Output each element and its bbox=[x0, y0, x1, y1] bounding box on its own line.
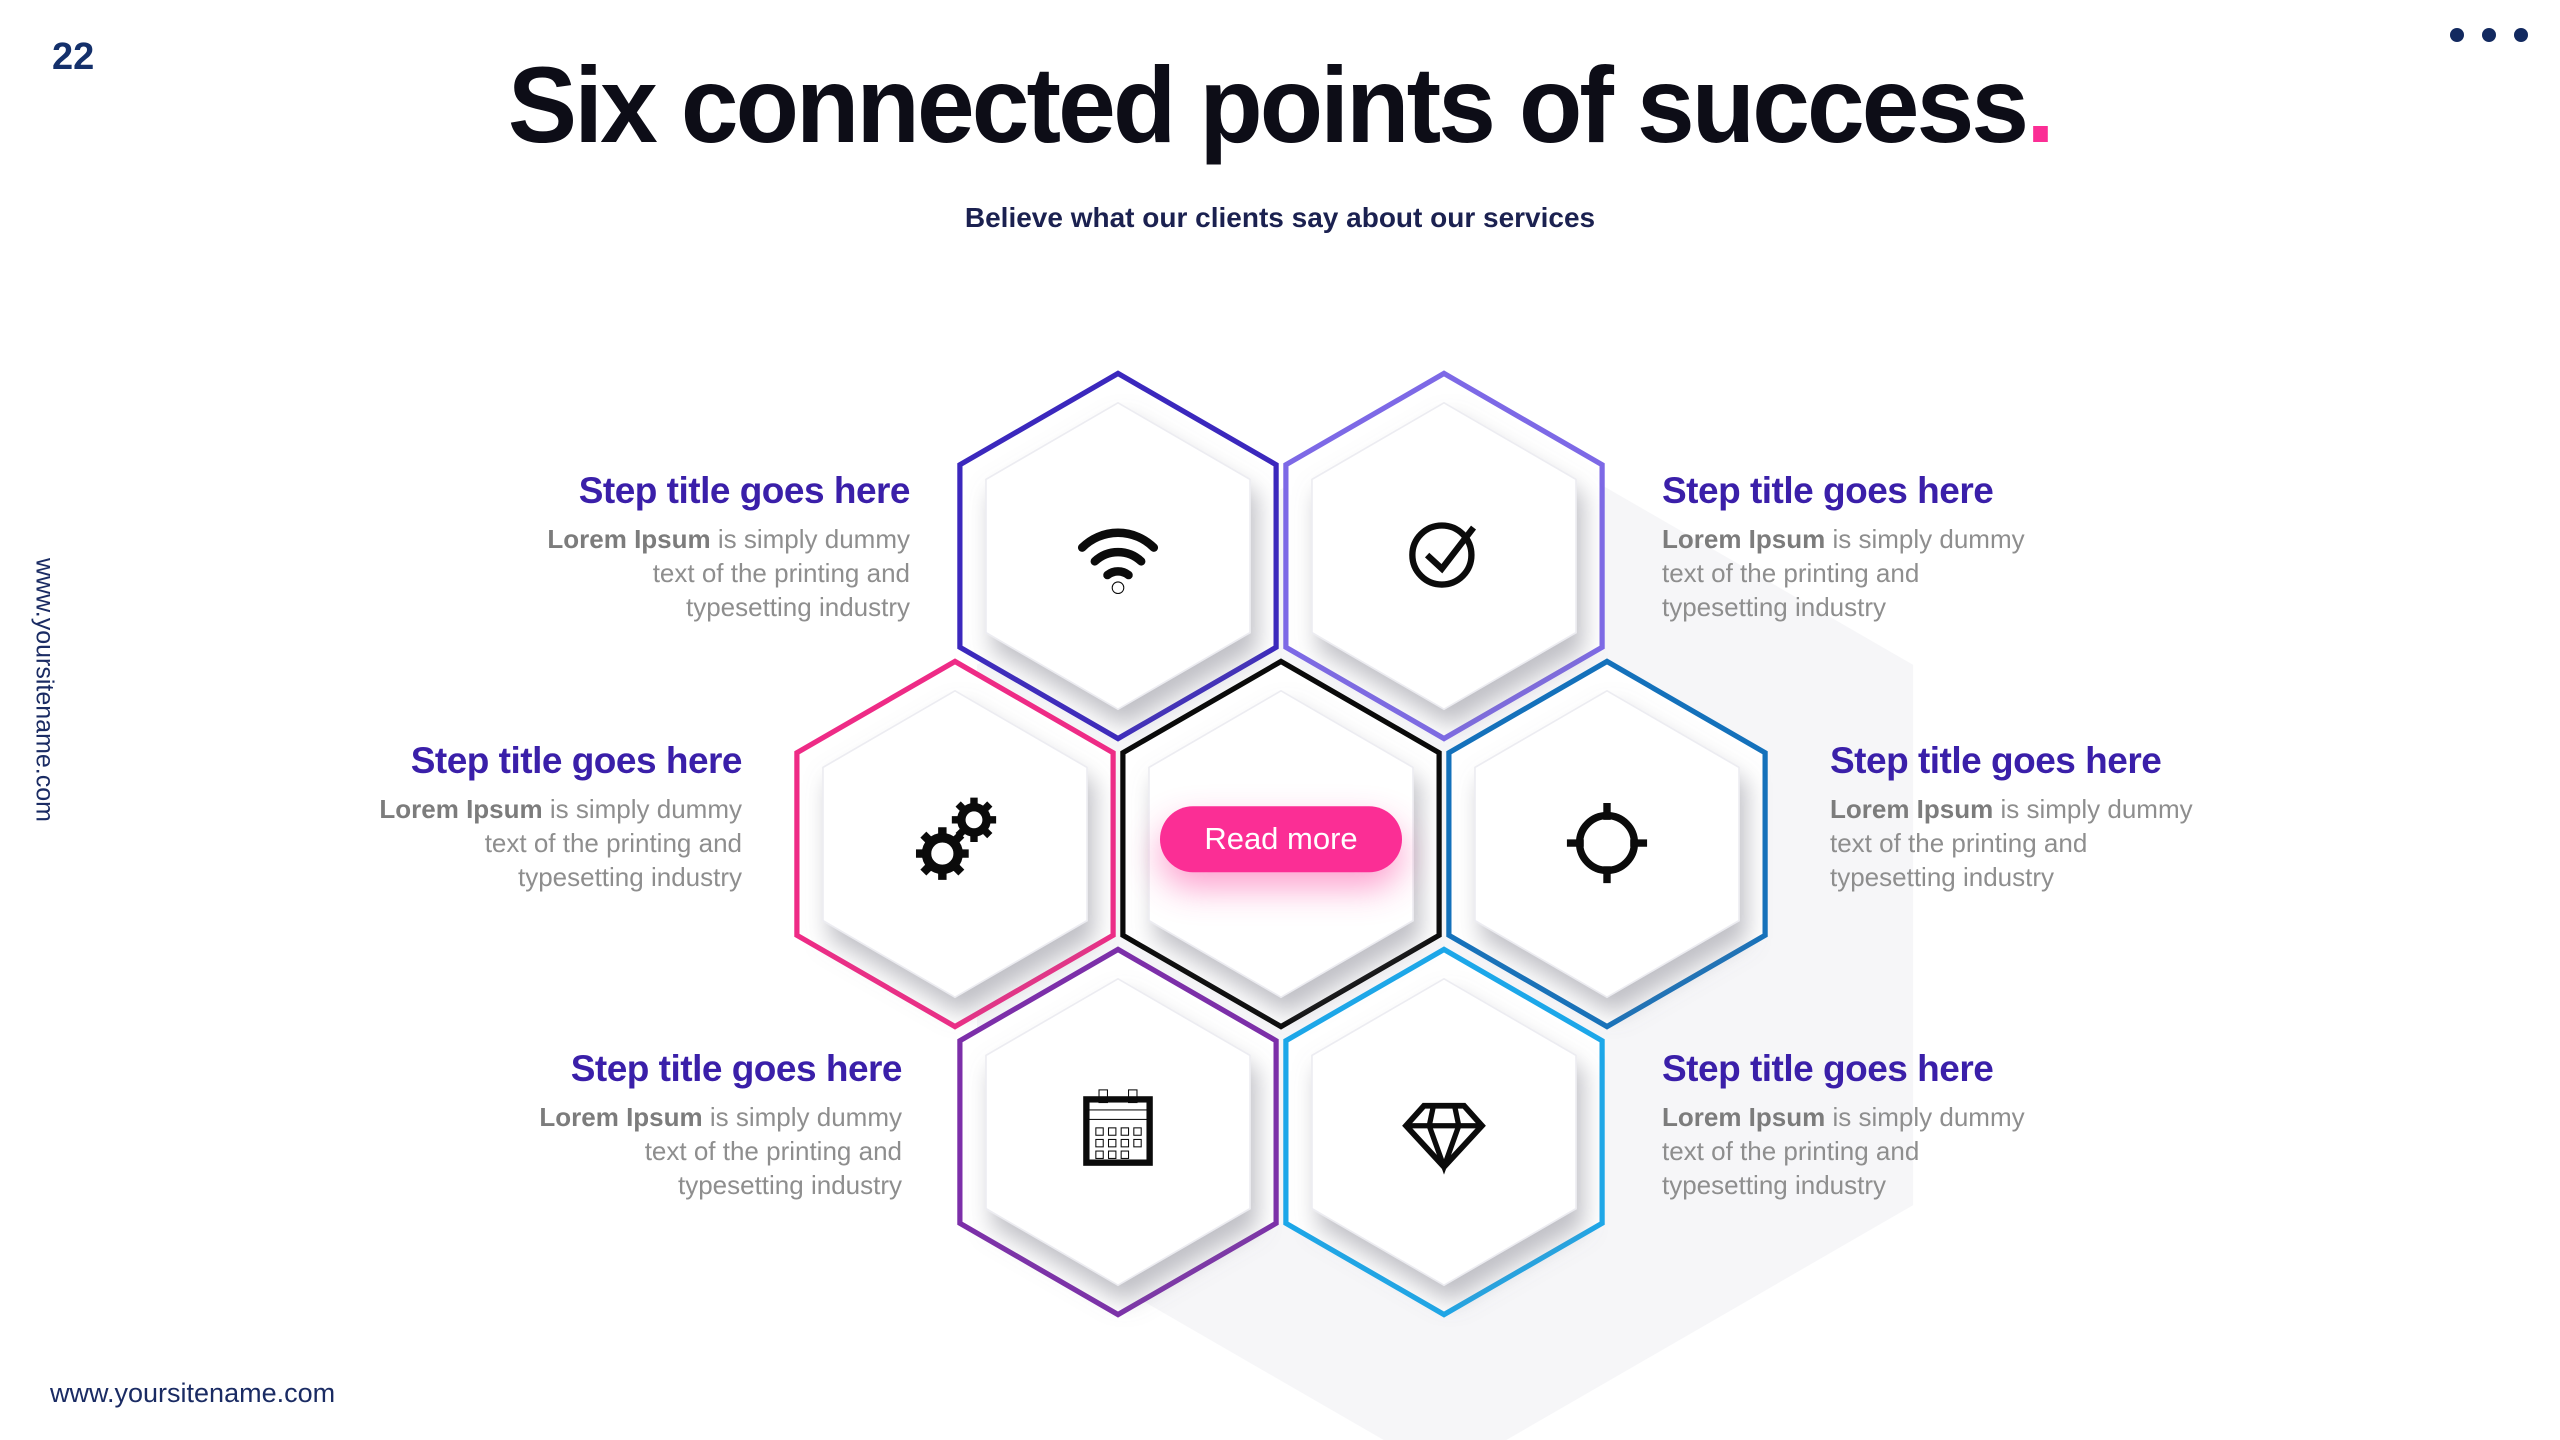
vertical-site-url: www.yoursitename.com bbox=[30, 558, 59, 822]
step-body-rest: is simply dummy text of the printing and… bbox=[652, 524, 910, 622]
hexagon-gears bbox=[792, 657, 1118, 1032]
step-body-rest: is simply dummy text of the printing and… bbox=[644, 1102, 902, 1200]
step-body: Lorem Ipsum is simply dummy text of the … bbox=[374, 793, 742, 894]
page-subtitle: Believe what our clients say about our s… bbox=[964, 202, 1596, 233]
step-body-rest: is simply dummy text of the printing and… bbox=[1662, 1102, 2025, 1200]
page-title: Six connected points of success. bbox=[51, 42, 2509, 167]
step-body: Lorem Ipsum is simply dummy text of the … bbox=[1662, 1101, 2030, 1202]
step-title: Step title goes here bbox=[410, 740, 743, 781]
gears-icon bbox=[915, 797, 997, 880]
hexagon-check bbox=[1281, 369, 1607, 744]
page-title-accent-period: . bbox=[2026, 44, 2055, 165]
step-block-top-left: Step title goes here Lorem Ipsum is simp… bbox=[542, 470, 910, 624]
step-body-lead: Lorem Ipsum bbox=[539, 1102, 703, 1132]
footer-site-url: www.yoursitename.com bbox=[50, 1378, 336, 1408]
menu-dot-icon bbox=[2482, 28, 2496, 42]
step-body-lead: Lorem Ipsum bbox=[547, 524, 711, 554]
hexagon-target bbox=[1444, 657, 1770, 1032]
step-body-lead: Lorem Ipsum bbox=[1662, 1102, 1826, 1132]
menu-dots[interactable] bbox=[2450, 28, 2528, 42]
step-body: Lorem Ipsum is simply dummy text of the … bbox=[1830, 793, 2198, 894]
step-title: Step title goes here bbox=[578, 470, 911, 511]
step-title: Step title goes here bbox=[1830, 740, 2162, 781]
step-body-lead: Lorem Ipsum bbox=[1830, 794, 1994, 824]
read-more-button[interactable]: Read more bbox=[1160, 805, 1402, 872]
step-body-lead: Lorem Ipsum bbox=[1662, 524, 1826, 554]
step-body-lead: Lorem Ipsum bbox=[379, 794, 543, 824]
step-block-top-right: Step title goes here Lorem Ipsum is simp… bbox=[1662, 470, 2030, 624]
step-block-bottom-left: Step title goes here Lorem Ipsum is simp… bbox=[534, 1048, 902, 1202]
step-title: Step title goes here bbox=[570, 1048, 903, 1089]
menu-dot-icon bbox=[2450, 28, 2464, 42]
step-block-bottom-right: Step title goes here Lorem Ipsum is simp… bbox=[1662, 1048, 2030, 1202]
step-body: Lorem Ipsum is simply dummy text of the … bbox=[1662, 523, 2030, 624]
check-circle-icon bbox=[1409, 521, 1477, 588]
hexagon-center: Read more bbox=[1118, 657, 1444, 1032]
calendar-icon bbox=[1083, 1088, 1153, 1166]
page-number: 22 bbox=[52, 36, 95, 78]
step-body: Lorem Ipsum is simply dummy text of the … bbox=[542, 523, 910, 624]
step-block-mid-left: Step title goes here Lorem Ipsum is simp… bbox=[374, 740, 742, 894]
step-title: Step title goes here bbox=[1662, 1048, 1994, 1089]
diamond-icon bbox=[1402, 1102, 1486, 1175]
step-block-mid-right: Step title goes here Lorem Ipsum is simp… bbox=[1830, 740, 2198, 894]
step-body-rest: is simply dummy text of the printing and… bbox=[1662, 524, 2025, 622]
step-body: Lorem Ipsum is simply dummy text of the … bbox=[534, 1101, 902, 1202]
menu-dot-icon bbox=[2514, 28, 2528, 42]
page-title-text: Six connected points of success bbox=[507, 44, 2029, 165]
wifi-icon bbox=[1077, 528, 1159, 594]
step-title: Step title goes here bbox=[1662, 470, 1994, 511]
step-body-rest: is simply dummy text of the printing and… bbox=[1830, 794, 2193, 892]
hexagon-calendar bbox=[955, 945, 1281, 1320]
hexagon-diamond bbox=[1281, 945, 1607, 1320]
hexagon-wifi bbox=[955, 369, 1281, 744]
step-body-rest: is simply dummy text of the printing and… bbox=[484, 794, 742, 892]
target-icon bbox=[1566, 802, 1648, 883]
